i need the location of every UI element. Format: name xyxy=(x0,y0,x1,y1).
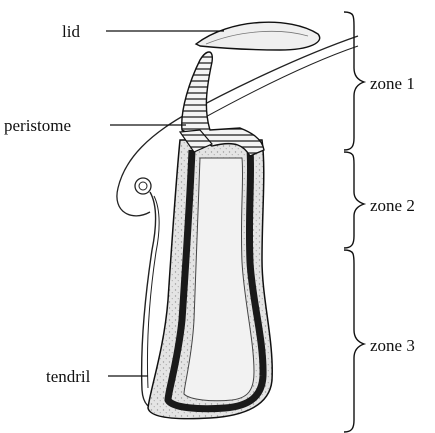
zone-brace-1 xyxy=(344,12,364,150)
zone-3-label: zone 3 xyxy=(370,336,415,355)
zone-2-label: zone 2 xyxy=(370,196,415,215)
zone-brace-2 xyxy=(344,152,364,248)
zone-1-label: zone 1 xyxy=(370,74,415,93)
tendril-label: tendril xyxy=(46,367,91,386)
peristome-label: peristome xyxy=(4,116,71,135)
leaf-stem-edge xyxy=(200,46,358,120)
lid-label: lid xyxy=(62,22,80,41)
lid-shape xyxy=(196,22,320,50)
zone-brace-3 xyxy=(344,250,364,432)
